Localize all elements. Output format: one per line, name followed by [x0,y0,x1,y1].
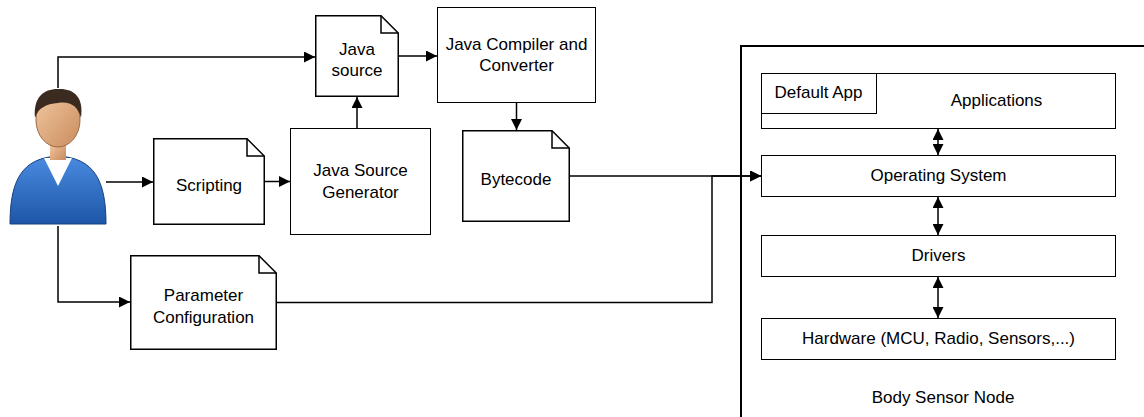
device-frame: Body Sensor Node Applications Default AppO… [740,45,1144,417]
document-fold [552,131,569,148]
user-hair [35,89,82,118]
process-box: Java Source Generator [290,128,431,235]
process-box: Applications Default App [761,73,1116,129]
user-arrow [106,181,153,183]
user-arrow [58,57,315,88]
document-shape: Java source [315,15,399,97]
connector [399,55,437,57]
document-shape: Scripting [153,138,265,225]
connector [937,197,939,235]
document-body [131,256,277,350]
document-body [316,16,399,97]
node-label: Body Sensor Node [742,387,1144,408]
process-box: Java Compiler and Converter [437,7,596,103]
document-shape: Bytecode [462,130,570,222]
user-body [10,156,106,224]
node-label: Operating System [870,165,1006,186]
document-fold [247,139,264,156]
node-label: Scripting [176,175,242,196]
node-label: Parameter Configuration [130,285,277,328]
process-box: Operating System [761,155,1116,197]
connector [356,97,358,128]
connector [937,277,939,318]
document-fold [381,16,398,33]
node-label: Hardware (MCU, Radio, Sensors,...) [802,328,1075,349]
connector [516,103,518,130]
user-icon [10,89,106,224]
document-shape: Parameter Configuration [130,255,277,350]
process-box: Default App [761,73,877,114]
node-label: Drivers [912,245,966,266]
node-label: Java Compiler and Converter [438,34,595,77]
node-label: Default App [775,82,863,103]
user-collar [44,158,72,186]
node-label: Java Source Generator [291,160,430,203]
process-box: Drivers [761,235,1116,277]
node-label: Java source [315,39,399,82]
connector [265,181,290,183]
document-body [463,131,570,222]
document-fold [259,256,276,273]
process-box: Hardware (MCU, Radio, Sensors,...) [761,318,1116,360]
user-arrow [58,226,130,302]
node-label: Bytecode [481,169,552,190]
connector [937,129,939,155]
node-label: Applications [951,90,1043,111]
document-body [154,139,265,225]
